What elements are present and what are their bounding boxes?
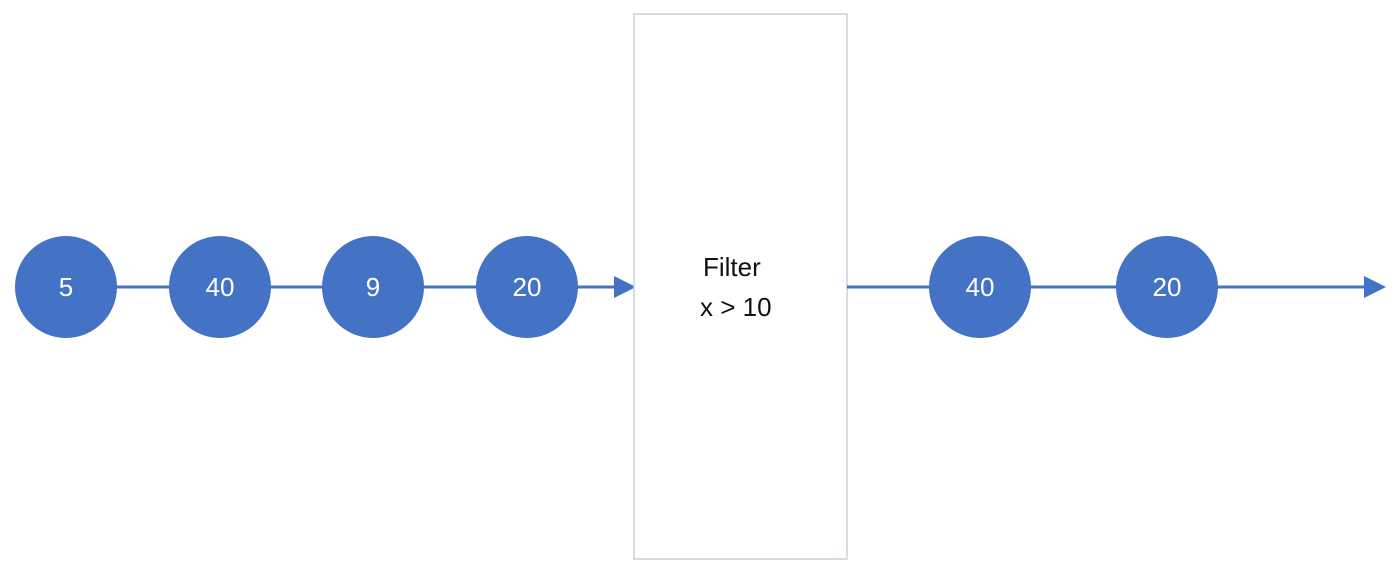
input-arrowhead-icon (614, 276, 636, 298)
input-node-circle (169, 236, 271, 338)
output-node-label: 40 (966, 272, 995, 302)
output-node-1: 40 (929, 236, 1031, 338)
output-node-label: 20 (1153, 272, 1182, 302)
input-node-3: 9 (322, 236, 424, 338)
input-node-circle (15, 236, 117, 338)
input-node-2: 40 (169, 236, 271, 338)
input-node-label: 20 (513, 272, 542, 302)
output-node-circle (1116, 236, 1218, 338)
input-node-label: 5 (59, 272, 73, 302)
input-node-4: 20 (476, 236, 578, 338)
input-node-circle (322, 236, 424, 338)
output-node-circle (929, 236, 1031, 338)
input-node-circle (476, 236, 578, 338)
input-node-label: 9 (366, 272, 380, 302)
filter-title: Filter (703, 252, 761, 282)
input-node-label: 40 (206, 272, 235, 302)
output-node-2: 20 (1116, 236, 1218, 338)
filter-box (633, 13, 848, 560)
input-node-1: 5 (15, 236, 117, 338)
output-arrowhead-icon (1364, 276, 1386, 298)
filter-condition: x > 10 (700, 292, 772, 322)
